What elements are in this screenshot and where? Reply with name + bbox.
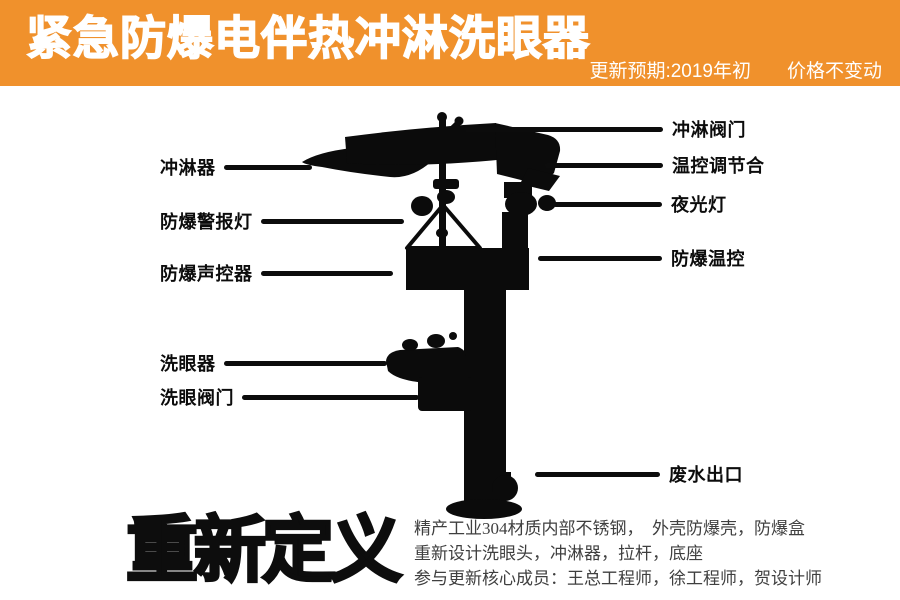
leader-line bbox=[223, 360, 387, 366]
leader-line bbox=[465, 126, 663, 132]
callout-sound-controller: 防爆声控器 bbox=[160, 260, 393, 286]
callout-label: 洗眼器 bbox=[160, 354, 216, 374]
callout-label: 防爆声控器 bbox=[160, 264, 253, 284]
price-note: 价格不变动 bbox=[786, 61, 882, 82]
callout-eyewash: 洗眼器 bbox=[160, 350, 387, 376]
callout-label: 废水出口 bbox=[669, 465, 743, 485]
callout-label: 冲淋阀门 bbox=[672, 120, 746, 140]
header-subtitle: 更新预期:2019年初 价格不变动 bbox=[589, 56, 882, 83]
leader-line bbox=[553, 201, 662, 207]
callout-label: 防爆警报灯 bbox=[160, 212, 253, 232]
callout-thermostat-adjuster: 温控调节合 bbox=[545, 152, 765, 178]
product-description: 精产工业304材质内部不锈钢， 外壳防爆壳，防爆盒 重新设计洗眼头，冲淋器，拉杆… bbox=[414, 516, 894, 591]
description-line: 重新设计洗眼头，冲淋器，拉杆，底座 bbox=[414, 544, 703, 563]
callout-shower-valve: 冲淋阀门 bbox=[465, 116, 746, 142]
callout-temp-control: 防爆温控 bbox=[538, 245, 745, 271]
callout-label: 冲淋器 bbox=[160, 158, 216, 178]
leader-line bbox=[535, 471, 660, 477]
callout-night-light: 夜光灯 bbox=[553, 191, 727, 217]
callout-label: 洗眼阀门 bbox=[160, 388, 234, 408]
callout-shower-sprayer: 冲淋器 bbox=[160, 154, 312, 180]
leader-line bbox=[260, 218, 404, 224]
leader-line bbox=[260, 270, 393, 276]
callout-waste-outlet: 废水出口 bbox=[535, 461, 743, 487]
callout-label: 夜光灯 bbox=[671, 195, 727, 215]
callout-eyewash-valve: 洗眼阀门 bbox=[160, 384, 419, 410]
header-banner: 紧急防爆电伴热冲淋洗眼器 更新预期:2019年初 价格不变动 bbox=[0, 0, 900, 86]
callout-label: 防爆温控 bbox=[671, 249, 745, 269]
leader-line bbox=[242, 394, 419, 400]
leader-line bbox=[545, 162, 663, 168]
page-title: 紧急防爆电伴热冲淋洗眼器 bbox=[25, 11, 590, 65]
callout-label: 温控调节合 bbox=[672, 156, 765, 176]
description-line: 精产工业304材质内部不锈钢， 外壳防爆壳，防爆盒 bbox=[414, 519, 805, 538]
slogan-redefine: 重新定义 bbox=[124, 510, 403, 592]
update-note: 更新预期:2019年初 bbox=[589, 61, 751, 82]
description-line: 参与更新核心成员：王总工程师，徐工程师，贺设计师 bbox=[414, 569, 822, 588]
leader-line bbox=[538, 255, 662, 261]
leader-line bbox=[223, 164, 312, 170]
callout-alarm-light: 防爆警报灯 bbox=[160, 208, 404, 234]
